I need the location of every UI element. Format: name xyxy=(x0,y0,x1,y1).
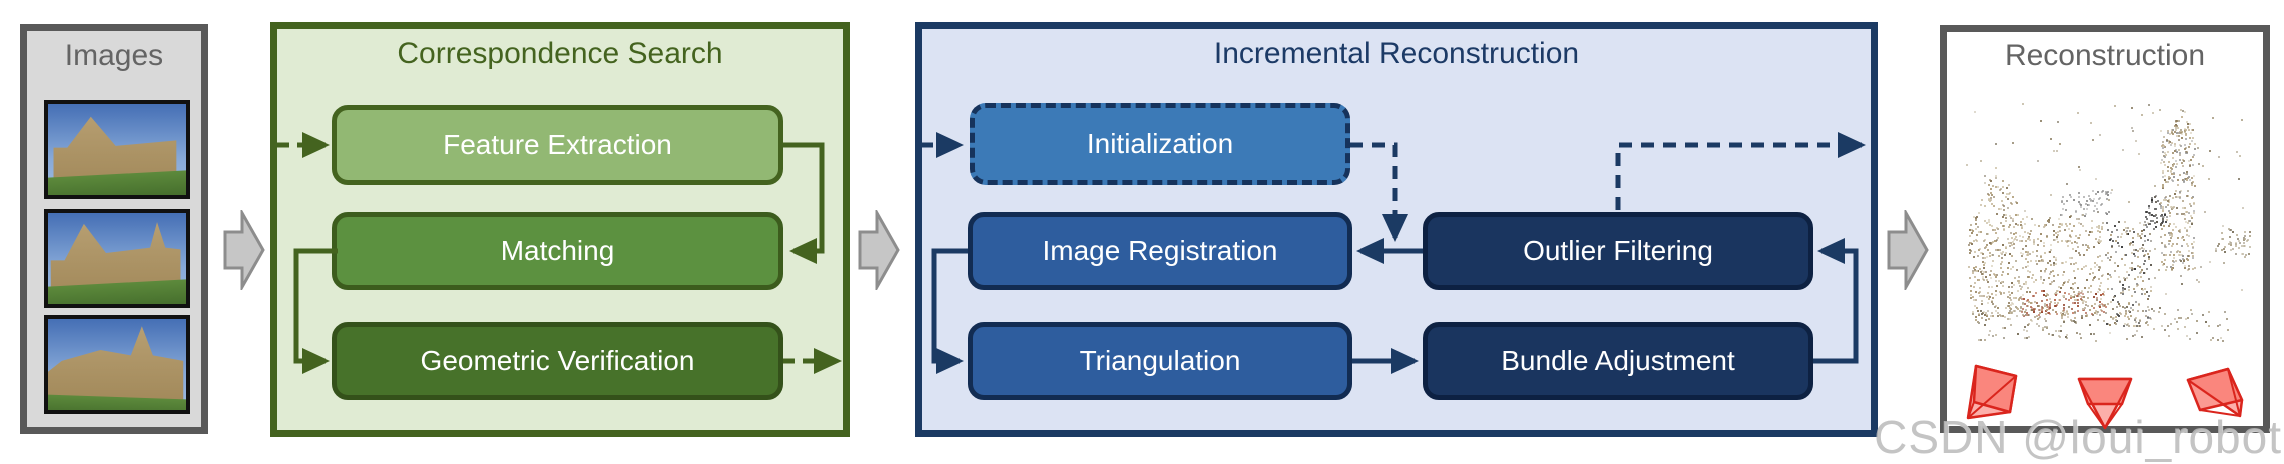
bundle-adjustment-node: Bundle Adjustment xyxy=(1423,322,1813,400)
incremental-to-reconstruction-arrow xyxy=(1887,210,1929,290)
input-photo-3 xyxy=(44,315,190,414)
triangulation-node: Triangulation xyxy=(968,322,1352,400)
matching-node: Matching xyxy=(332,212,783,290)
input-photo-2 xyxy=(44,209,190,308)
correspondence-panel-title: Correspondence Search xyxy=(397,37,723,70)
images-panel-title: Images xyxy=(64,39,164,72)
input-photo-1 xyxy=(44,100,190,199)
images-to-correspondence-arrow xyxy=(223,210,265,290)
outlier-filtering-node: Outlier Filtering xyxy=(1423,212,1813,290)
camera-frustum-1 xyxy=(1966,364,2018,420)
correspondence-to-incremental-arrow xyxy=(858,210,900,290)
camera-frustum-3 xyxy=(2186,367,2244,418)
image-registration-node: Image Registration xyxy=(968,212,1352,290)
camera-frustum-2 xyxy=(2077,377,2133,430)
incremental-panel-title: Incremental Reconstruction xyxy=(1213,37,1580,70)
reconstruction-panel-title: Reconstruction xyxy=(2004,39,2206,72)
csdn-watermark: CSDN @loui_robot xyxy=(1874,411,2282,463)
point-cloud-rendering xyxy=(1965,100,2255,350)
feature-extraction-node: Feature Extraction xyxy=(332,105,783,185)
initialization-node: Initialization xyxy=(970,103,1350,185)
geometric-verification-node: Geometric Verification xyxy=(332,322,783,400)
